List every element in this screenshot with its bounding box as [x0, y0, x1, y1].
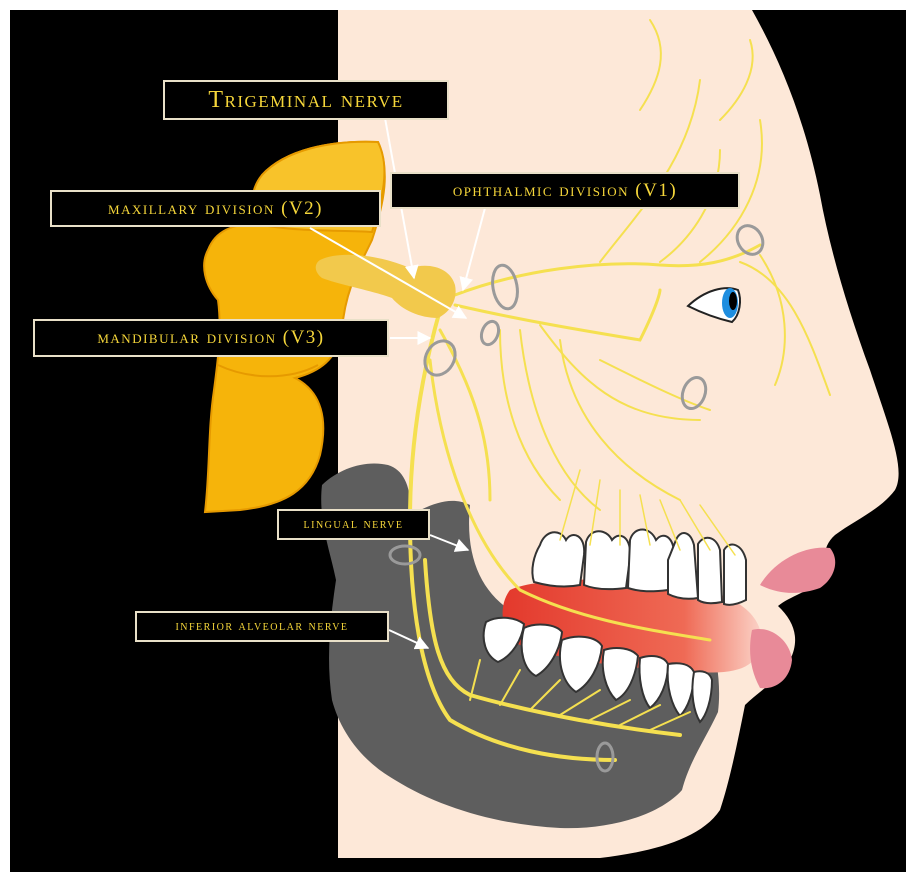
trigeminal-nerve-label: Trigeminal nerve	[163, 80, 449, 120]
lingual-nerve-label: lingual nerve	[277, 509, 430, 540]
ophthalmic-division-label: ophthalmic division (V1)	[390, 172, 740, 209]
maxillary-division-label: maxillary division (V2)	[50, 190, 381, 227]
inferior-alveolar-nerve-label: inferior alveolar nerve	[135, 611, 389, 642]
mandibular-division-label: mandibular division (V3)	[33, 319, 389, 357]
